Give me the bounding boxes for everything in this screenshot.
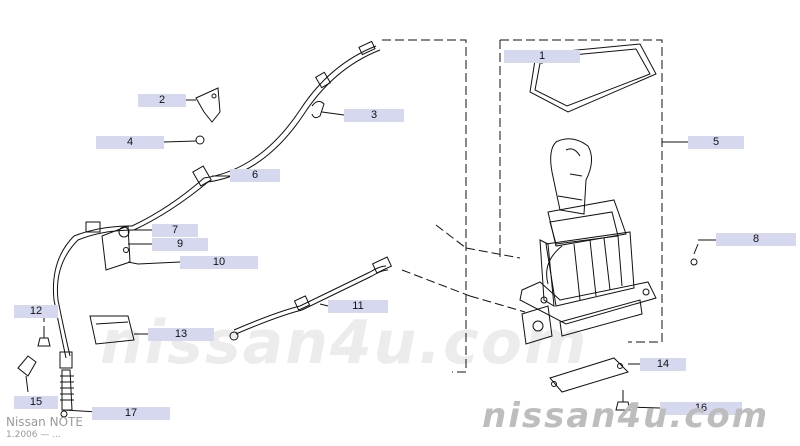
callout-3[interactable]: 3: [344, 109, 404, 122]
callout-12[interactable]: 12: [14, 305, 58, 318]
model-date: 1.2006 — ...: [6, 430, 61, 440]
cable-part-6: [52, 40, 381, 411]
callout-13[interactable]: 13: [148, 328, 214, 341]
bracket-part-2: [195, 87, 221, 123]
callout-17[interactable]: 17: [92, 407, 170, 420]
bolt-part-12: [37, 326, 51, 347]
callout-15[interactable]: 15: [14, 396, 58, 409]
model-name: Nissan NOTE: [6, 415, 83, 429]
bolt-part-8: [690, 243, 699, 266]
plate-part-14: [549, 357, 629, 393]
callout-14[interactable]: 14: [640, 358, 686, 371]
callout-4[interactable]: 4: [96, 136, 164, 149]
clip-part-3: [311, 100, 325, 119]
callout-6[interactable]: 6: [230, 169, 280, 182]
nut-part-4: [195, 135, 205, 145]
callout-10[interactable]: 10: [180, 256, 258, 269]
dashed-frame: [382, 39, 663, 373]
gasket-part-1: [529, 43, 657, 113]
callout-16[interactable]: 16: [660, 402, 742, 415]
callout-7[interactable]: 7: [152, 224, 198, 237]
leader-lines: [25, 57, 716, 413]
callout-11[interactable]: 11: [328, 300, 388, 313]
bolt-part-16: [615, 390, 631, 411]
callout-9[interactable]: 9: [152, 238, 208, 251]
callout-2[interactable]: 2: [138, 94, 186, 107]
callout-5[interactable]: 5: [688, 136, 744, 149]
shifter-assembly-part-5: [519, 138, 657, 345]
model-caption: Nissan NOTE 1.2006 — ...: [6, 416, 83, 441]
bracket-part-13: [89, 315, 135, 345]
bracket-part-9: [101, 225, 139, 271]
callout-1[interactable]: 1: [504, 50, 580, 63]
clip-part-15: [17, 355, 37, 377]
cable-part-11: [229, 256, 393, 341]
end-part-17: [60, 410, 68, 418]
callout-8[interactable]: 8: [716, 233, 796, 246]
